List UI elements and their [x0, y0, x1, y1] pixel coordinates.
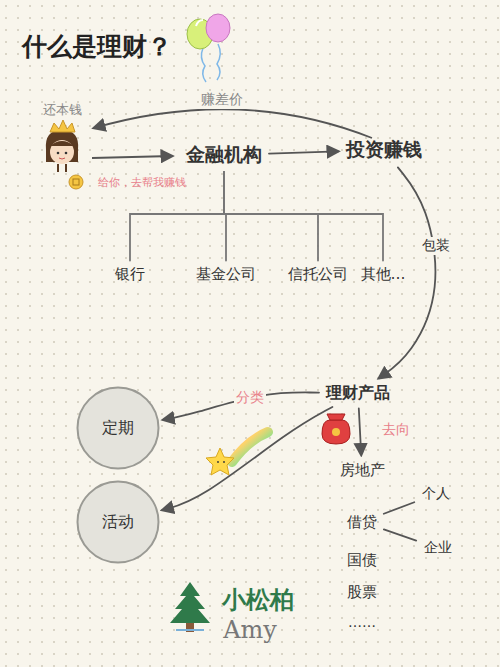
concept-node: 银行 — [111, 263, 149, 286]
branch-line — [224, 172, 383, 261]
node-text: 信托公司 — [288, 265, 348, 284]
node-text: 基金公司 — [196, 265, 256, 284]
concept-node: 借贷 — [343, 511, 381, 534]
category-circle: 活动 — [76, 480, 160, 564]
coin — [69, 175, 83, 189]
branch-line — [384, 529, 416, 540]
edge-label: 分类 — [234, 389, 266, 407]
girl-avatar — [46, 120, 78, 172]
balloons — [187, 14, 230, 82]
node-text: 其他… — [361, 265, 406, 284]
concept-node: 金融机构 — [182, 140, 266, 170]
pine-tree-logo — [170, 582, 210, 632]
node-text: 银行 — [115, 265, 145, 284]
title: 什么是理财？ — [20, 30, 174, 63]
branch-line — [224, 172, 318, 261]
concept-node: 个人 — [418, 483, 454, 505]
node-text: 定期 — [102, 418, 134, 439]
edge-label: 包装 — [420, 237, 452, 255]
note-label: 给你，去帮我赚钱 — [96, 175, 188, 190]
flow-arrow — [269, 151, 338, 153]
concept-node: 股票 — [343, 581, 381, 604]
node-text: 国债 — [347, 551, 377, 570]
edge-label: 去向 — [380, 421, 412, 439]
shooting-star — [206, 432, 268, 475]
node-text: 投资赚钱 — [346, 137, 422, 163]
category-circle: 定期 — [76, 386, 160, 470]
node-text: 股票 — [347, 583, 377, 602]
node-text: 房地产 — [340, 461, 385, 480]
flow-arrow — [162, 407, 332, 510]
concept-node: 企业 — [420, 537, 456, 559]
branch-line — [384, 502, 414, 514]
flow-arrow — [359, 408, 361, 454]
concept-node: 国债 — [343, 549, 381, 572]
note-label: 还本钱 — [41, 101, 84, 119]
concept-node: 信托公司 — [284, 263, 352, 286]
node-text: 个人 — [422, 485, 450, 503]
give-arrow — [92, 156, 172, 158]
node-text: 金融机构 — [186, 142, 262, 168]
concept-node: 基金公司 — [192, 263, 260, 286]
return-arrow — [94, 109, 372, 138]
logo-text: Amy — [221, 616, 279, 644]
concept-node: 理财产品 — [322, 381, 394, 406]
concept-node: 其他… — [357, 263, 410, 286]
logo-text: 小松柏 — [220, 584, 296, 616]
node-text: 活动 — [102, 512, 134, 533]
concept-node: …… — [344, 612, 380, 632]
node-text: 理财产品 — [326, 383, 390, 404]
concept-node: 投资赚钱 — [342, 135, 426, 165]
note-label: 赚差价 — [199, 91, 245, 109]
red-bag — [322, 414, 350, 444]
node-text: 企业 — [424, 539, 452, 557]
node-text: 借贷 — [347, 513, 377, 532]
concept-node: 房地产 — [336, 459, 389, 482]
node-text: …… — [348, 614, 376, 630]
